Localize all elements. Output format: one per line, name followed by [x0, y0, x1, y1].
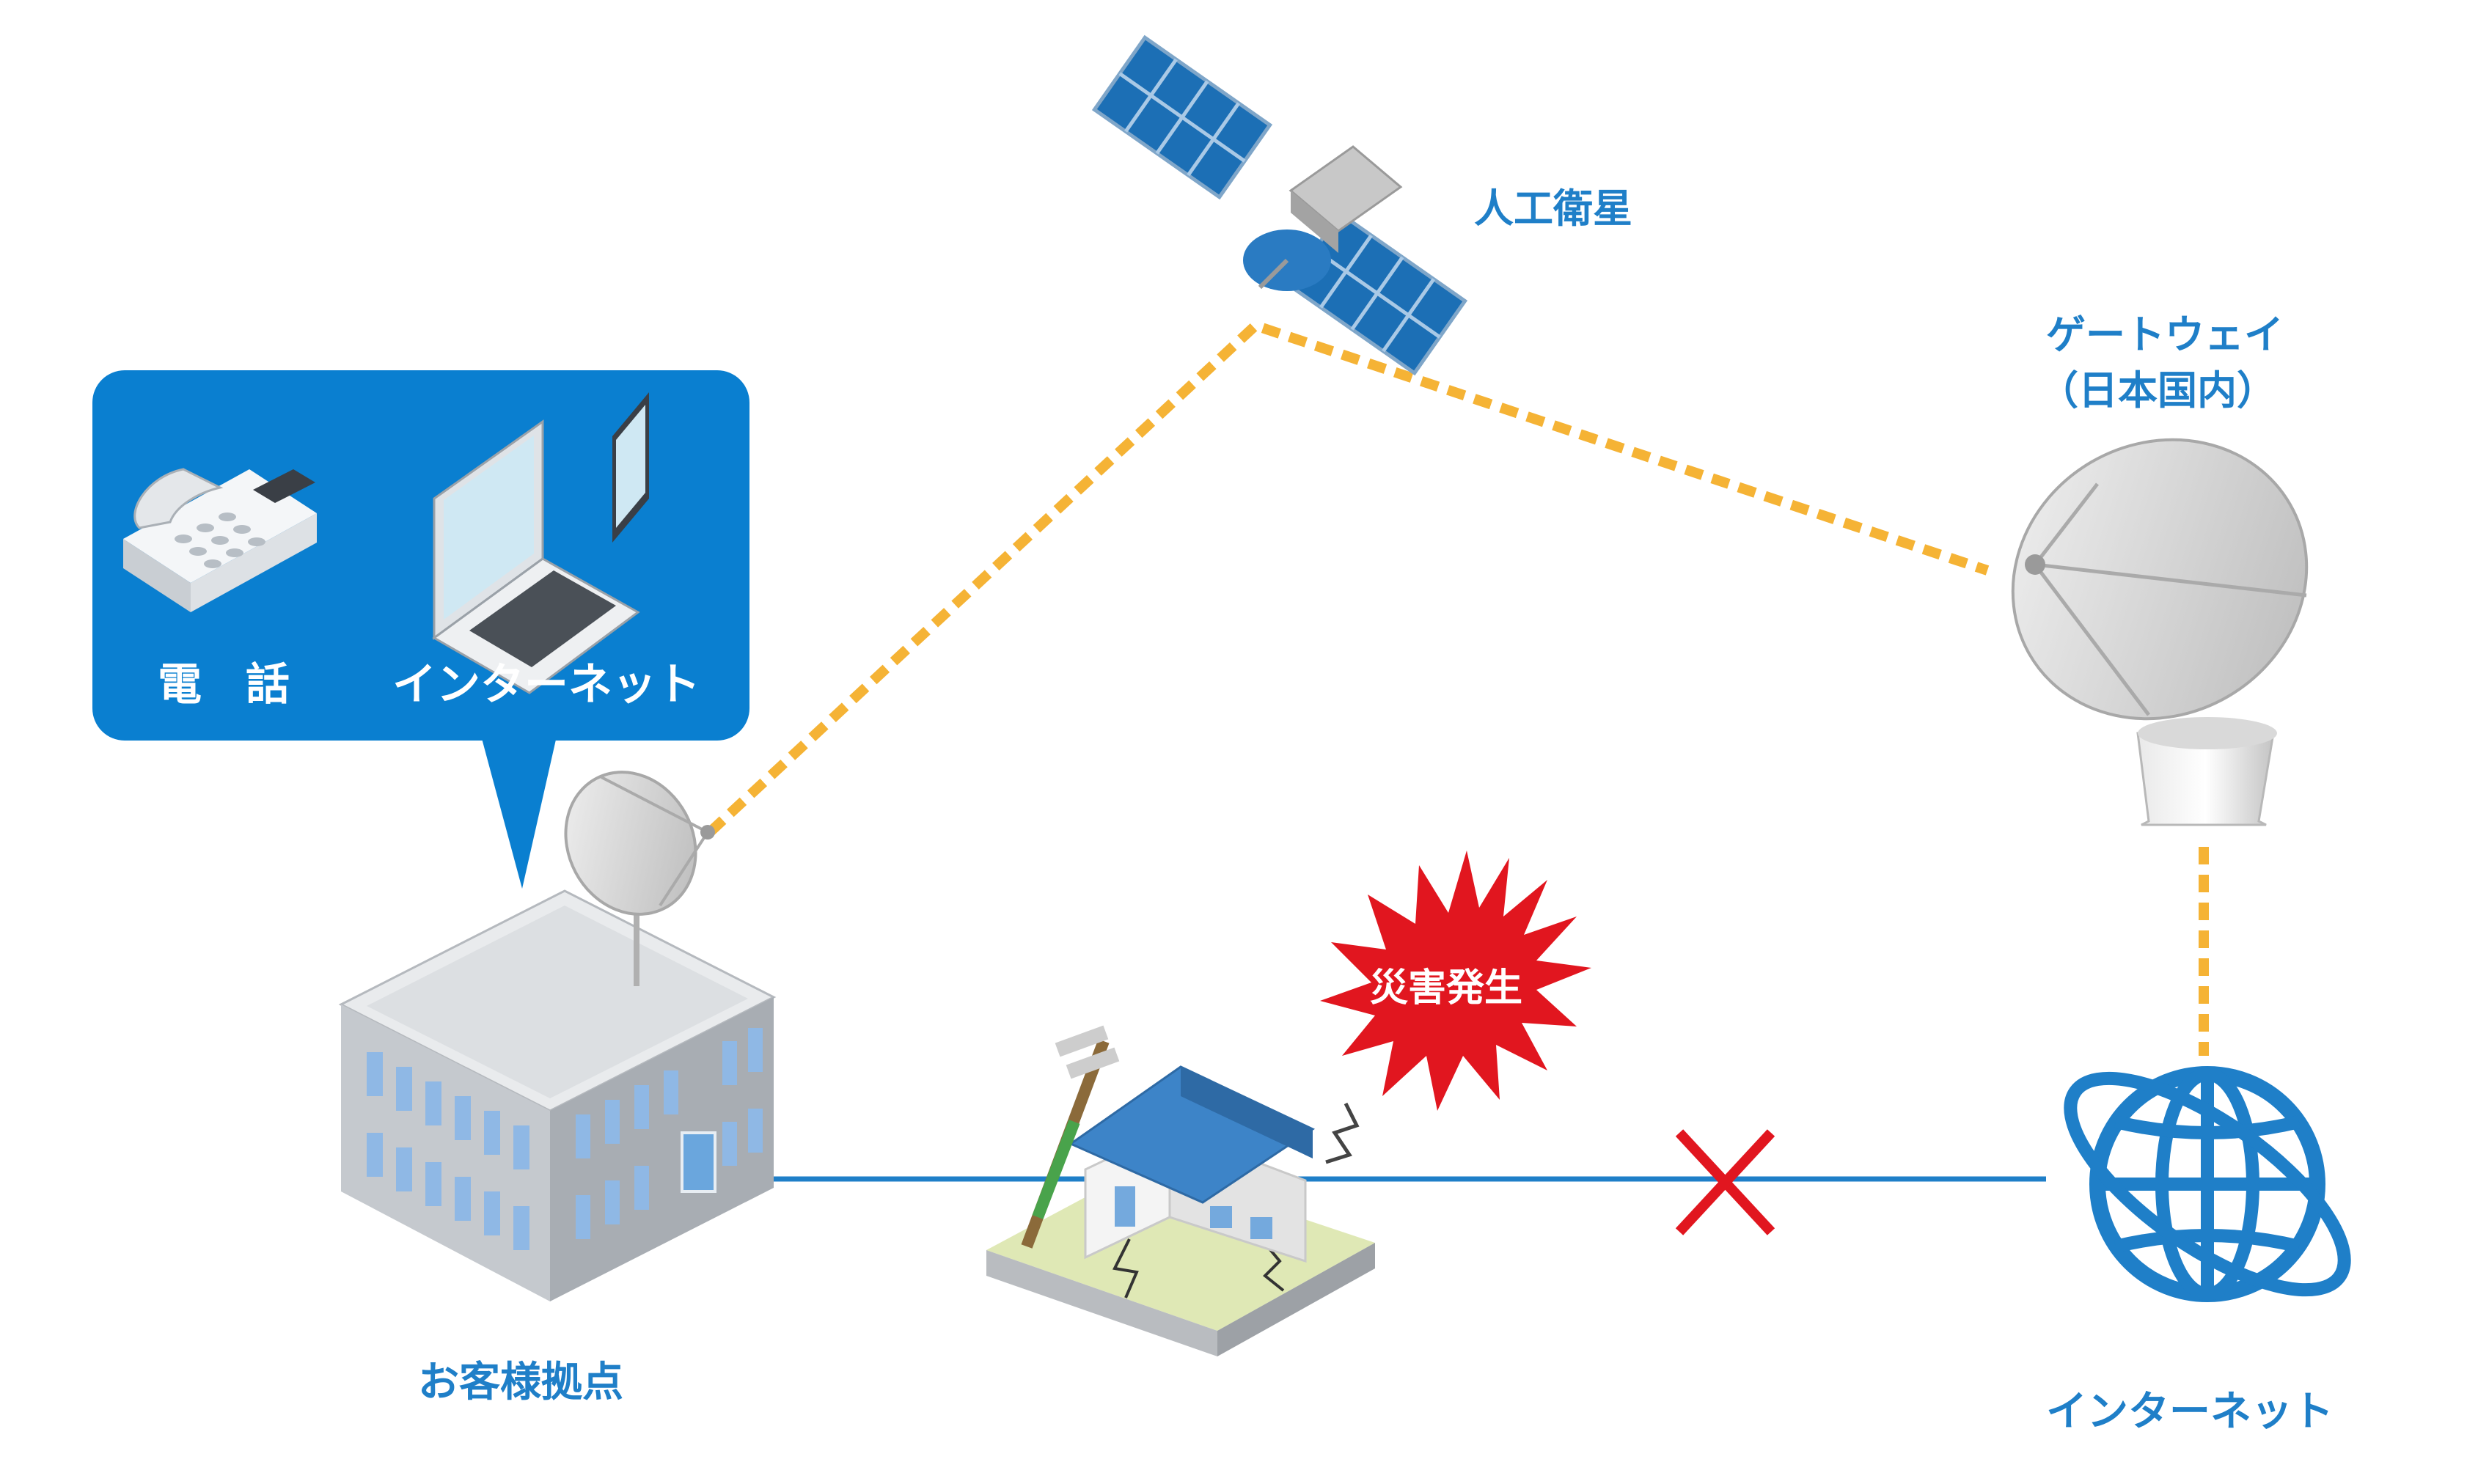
internet-label: インターネット [2046, 1388, 2334, 1436]
burst-icon [1320, 851, 1591, 1111]
gateway-label-line2: （日本国内） [2039, 367, 2276, 414]
bubble-internet-label: インターネット [392, 659, 700, 710]
satellite-uplink-line [706, 320, 1990, 837]
laptop-icon [432, 419, 640, 694]
satellite-icon [1091, 34, 1468, 376]
gateway-label-line1: ゲートウェイ [2046, 312, 2284, 358]
satellite-label: 人工衛星 [1474, 186, 1632, 232]
damaged-house-icon [986, 1025, 1375, 1356]
building-windows [367, 1028, 763, 1250]
phone-label: 電 話 [158, 659, 290, 710]
customer-site-label: お客様拠点 [418, 1359, 623, 1406]
smartphone-icon [612, 392, 649, 543]
disaster-label: 災害発生 [1370, 966, 1523, 1010]
globe-icon [2064, 1066, 2351, 1302]
building-icon [338, 889, 777, 1301]
customer-dish-icon [564, 771, 715, 986]
telephone-icon [123, 468, 317, 612]
disconnect-x-icon [1675, 1129, 1775, 1235]
gateway-dish-icon [2011, 438, 2309, 826]
